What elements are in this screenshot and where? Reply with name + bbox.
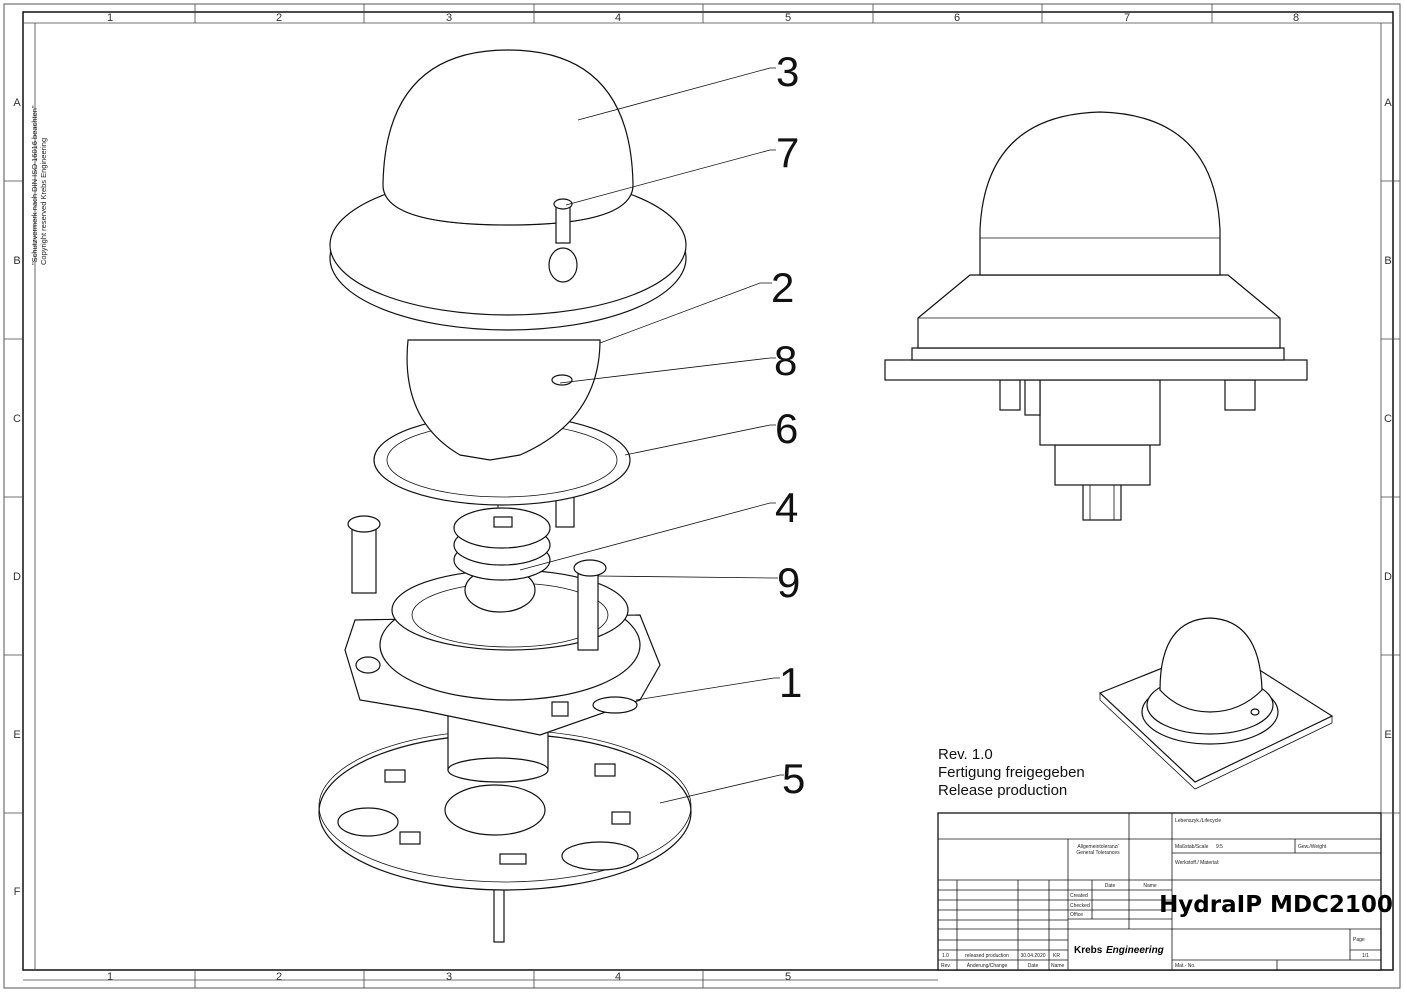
column-labels-bottom: 1 2 3 4 5 bbox=[107, 971, 791, 983]
page-label: Page bbox=[1353, 937, 1365, 943]
copyright-line: "Schutzvermerk nach DIN ISO 16016 beacht… bbox=[30, 105, 39, 265]
row-label: B bbox=[1384, 255, 1391, 267]
grid-zone-dividers bbox=[4, 4, 1400, 988]
rev-date: 30.04.2020 bbox=[1020, 953, 1045, 959]
row-label: A bbox=[13, 97, 21, 109]
row-label: A bbox=[1384, 97, 1392, 109]
col-label: 5 bbox=[785, 12, 791, 24]
screw bbox=[347, 515, 381, 533]
col-label: 4 bbox=[615, 12, 621, 24]
callout-5: 5 bbox=[782, 755, 805, 802]
side-view bbox=[884, 111, 1308, 521]
page-value: 1/1 bbox=[1362, 953, 1369, 959]
row-label: F bbox=[14, 886, 21, 898]
col-label: 3 bbox=[446, 12, 452, 24]
outer-border bbox=[3, 3, 1401, 989]
drawing-border bbox=[22, 11, 1394, 971]
scale-value: 9:5 bbox=[1216, 844, 1223, 850]
name-header: Name bbox=[1051, 963, 1065, 969]
created-label: Created bbox=[1070, 893, 1088, 899]
callout-4: 4 bbox=[775, 484, 798, 531]
col-label: 7 bbox=[1124, 12, 1130, 24]
column-labels-top: 1 2 3 4 5 6 7 8 bbox=[107, 12, 1299, 24]
part-2-camera-ball bbox=[406, 339, 601, 461]
col-label: 2 bbox=[276, 12, 282, 24]
col-label: 8 bbox=[1293, 12, 1299, 24]
scale-label: Maßstab/Scale bbox=[1175, 844, 1209, 850]
rev-header: Rev. bbox=[941, 963, 951, 969]
callout-6: 6 bbox=[775, 405, 798, 452]
col-label: 1 bbox=[107, 971, 113, 983]
rev-name: KR bbox=[1053, 953, 1060, 959]
copyright-notice: "Schutzvermerk nach DIN ISO 16016 beacht… bbox=[30, 105, 48, 265]
row-label: D bbox=[13, 571, 21, 583]
revision-line: Fertigung freigegeben bbox=[938, 764, 1085, 781]
date-header: Date bbox=[1028, 963, 1039, 969]
revision-line: Rev. 1.0 bbox=[938, 746, 993, 763]
row-label: D bbox=[1384, 571, 1392, 583]
company-name: Krebs bbox=[1074, 945, 1103, 956]
lifecycle-label: Lebenszyk./Lifecycle bbox=[1175, 818, 1221, 824]
row-labels-right: A B C D E bbox=[1384, 97, 1392, 741]
row-label: B bbox=[13, 255, 20, 267]
callout-9: 9 bbox=[777, 559, 800, 606]
office-label: Office bbox=[1070, 912, 1083, 918]
part-9-screw bbox=[573, 559, 607, 577]
row-label: C bbox=[13, 413, 21, 425]
checked-label: Checked bbox=[1070, 903, 1090, 909]
revision-note: Rev. 1.0 Fertigung freigegeben Release p… bbox=[938, 746, 1085, 800]
col-label: 1 bbox=[107, 12, 113, 24]
col-label: 3 bbox=[446, 971, 452, 983]
row-labels-left: A B C D E F bbox=[13, 97, 21, 898]
callout-1: 1 bbox=[779, 659, 802, 706]
tolerances-label: General Tolerances bbox=[1076, 850, 1120, 856]
name-header: Name bbox=[1143, 883, 1157, 889]
drawing-title: HydraIP MDC2100 bbox=[1159, 892, 1393, 918]
callout-8: 8 bbox=[774, 337, 797, 384]
change-header: Änderung/Change bbox=[967, 962, 1008, 969]
copyright-line: Copyright reserved Krebs Engineering bbox=[39, 137, 48, 265]
col-label: 5 bbox=[785, 971, 791, 983]
callout-2: 2 bbox=[771, 264, 794, 311]
company-name: Engineering bbox=[1106, 945, 1164, 956]
weight-label: Gew./Weight bbox=[1298, 844, 1327, 850]
col-label: 6 bbox=[954, 12, 960, 24]
rev-change: released production bbox=[965, 953, 1009, 959]
date-header: Date bbox=[1105, 883, 1116, 889]
callout-3: 3 bbox=[776, 48, 799, 95]
row-label: C bbox=[1384, 413, 1392, 425]
material-label: Werkstoff./ Material: bbox=[1175, 860, 1219, 866]
leader-lines bbox=[519, 67, 784, 804]
col-label: 4 bbox=[615, 971, 621, 983]
rev-value: 1.0 bbox=[942, 953, 949, 959]
col-label: 2 bbox=[276, 971, 282, 983]
exploded-view bbox=[318, 49, 692, 943]
callout-numbers: 3 7 2 8 6 4 9 1 5 bbox=[771, 48, 805, 802]
row-label: E bbox=[13, 729, 20, 741]
tolerances-label: Allgemeintoleranz/ bbox=[1077, 844, 1119, 850]
row-label: E bbox=[1384, 729, 1391, 741]
isometric-view bbox=[1098, 617, 1334, 790]
revision-line: Release production bbox=[938, 782, 1068, 799]
title-block: Lebenszyk./Lifecycle Allgemeintoleranz/ … bbox=[937, 812, 1393, 971]
mat-no-label: Mat.- No. bbox=[1175, 963, 1196, 969]
part-7-screw bbox=[553, 198, 573, 210]
part-3-dome bbox=[382, 49, 634, 226]
callout-7: 7 bbox=[776, 129, 799, 176]
